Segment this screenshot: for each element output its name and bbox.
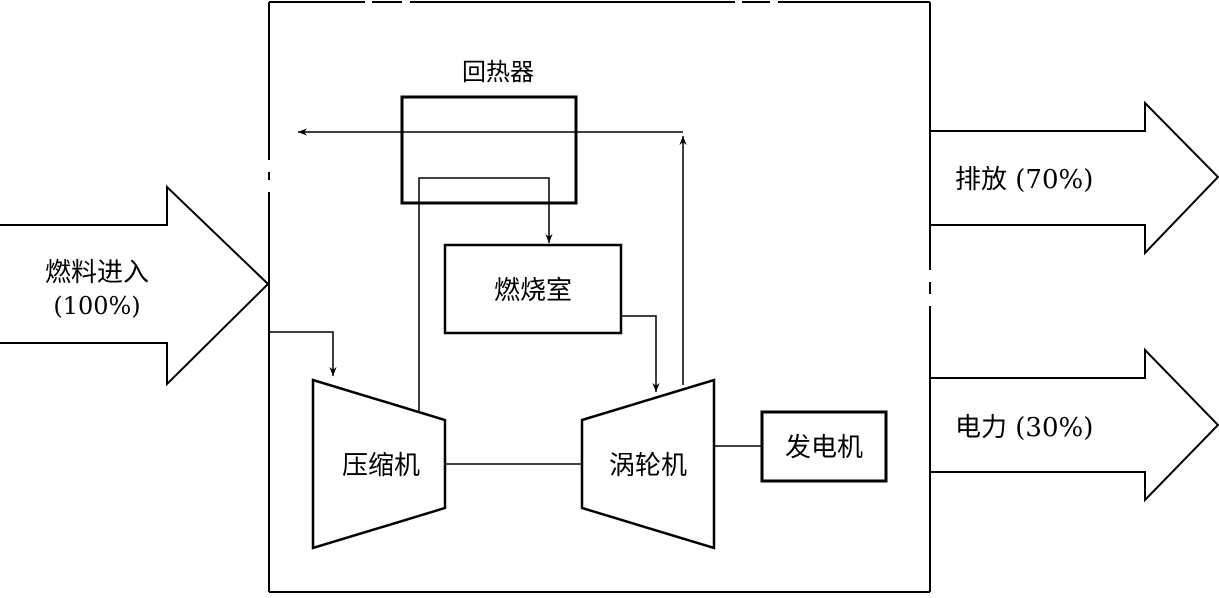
flow-compressor-to-combustor bbox=[418, 177, 553, 412]
recuperator-label: 回热器 bbox=[462, 58, 534, 86]
flow-combustor-to-turbine bbox=[621, 315, 660, 392]
fuel-input-arrow bbox=[0, 184, 270, 387]
power-output-arrow bbox=[931, 347, 1219, 503]
turbine-shape bbox=[580, 378, 716, 550]
compressor-shape bbox=[311, 378, 447, 550]
exhaust-output-arrow bbox=[931, 100, 1219, 256]
generator-label: 发电机 bbox=[785, 433, 863, 463]
recuperator-box bbox=[400, 95, 578, 205]
fuel-input-percent: (100%) bbox=[53, 292, 140, 320]
fuel-input-label: 燃料进入 bbox=[45, 258, 149, 288]
combustor-box bbox=[443, 243, 623, 335]
compressor-label: 压缩机 bbox=[342, 451, 420, 481]
exhaust-output-label: 排放 (70%) bbox=[955, 165, 1093, 195]
turbine-label: 涡轮机 bbox=[609, 451, 687, 481]
flow-inlet-to-compressor bbox=[269, 331, 337, 376]
system-boundary bbox=[268, 1, 931, 593]
combustor-label: 燃烧室 bbox=[494, 276, 572, 306]
power-output-label: 电力 (30%) bbox=[955, 413, 1093, 443]
generator-box bbox=[760, 410, 888, 483]
